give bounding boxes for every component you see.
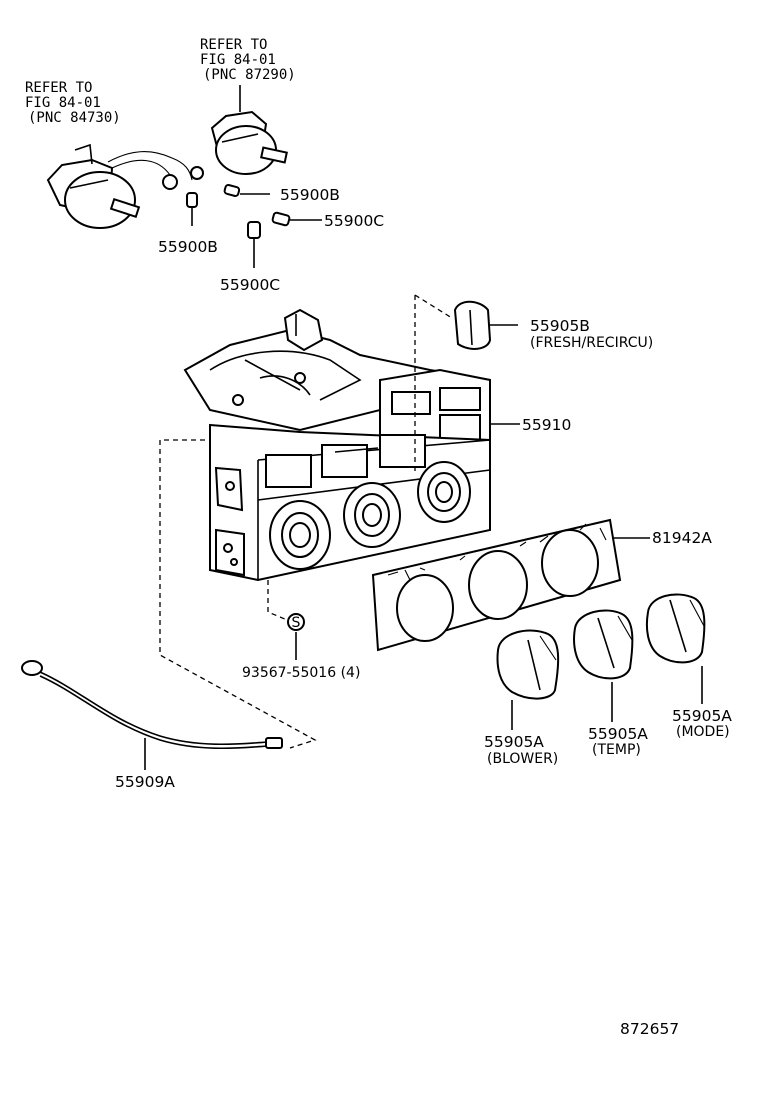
label-55910: 55910: [522, 416, 571, 434]
ref-right-line1: REFER TO: [200, 37, 267, 53]
knob-55905b: [453, 300, 518, 350]
label-knob-blower: 55905A: [484, 733, 544, 751]
label-55900c-left: 55900C: [220, 276, 280, 294]
label-knob-mode: 55905A: [672, 707, 732, 725]
label-55909a: 55909A: [115, 773, 175, 791]
cable-55909a: [21, 660, 283, 770]
label-55900c-right: 55900C: [324, 212, 384, 230]
guide-line-knob: [414, 294, 453, 475]
label-knob-temp-note: (TEMP): [592, 742, 641, 758]
sleeve-55900b-right: [223, 183, 270, 197]
knob-temp: [573, 609, 634, 722]
guide-line-cable: [159, 439, 317, 749]
ref-left-line1: REFER TO: [25, 80, 92, 96]
figure-number: 872657: [620, 1020, 679, 1038]
label-knob-blower-note: (BLOWER): [487, 751, 558, 767]
label-93567: 93567-55016 (4): [242, 665, 360, 681]
label-81942a: 81942A: [652, 529, 712, 547]
servo-motor-left: [46, 143, 204, 229]
guide-line-screw: [267, 580, 293, 623]
screw-93567: S: [287, 613, 305, 660]
screw-symbol: S: [292, 615, 301, 631]
label-knob-mode-note: (MODE): [676, 724, 730, 740]
label-55900b-left: 55900B: [158, 238, 218, 256]
label-55905b: 55905B: [530, 317, 590, 335]
label-55905b-note: (FRESH/RECIRCU): [530, 335, 653, 351]
ref-left-line3: (PNC 84730): [28, 110, 121, 126]
faceplate-81942a: [371, 518, 650, 652]
sleeve-55900c-left: [247, 221, 261, 268]
sleeve-55900c-right: [271, 211, 322, 227]
control-base-55910: [183, 308, 520, 582]
label-55900b-right: 55900B: [280, 186, 340, 204]
knob-mode: [645, 593, 706, 704]
ref-left-line2: FIG 84-01: [25, 95, 101, 111]
label-knob-temp: 55905A: [588, 725, 648, 743]
servo-motor-right: [210, 85, 288, 175]
knob-blower: [496, 629, 560, 730]
sleeve-55900b-left: [186, 192, 198, 226]
ref-right-line2: FIG 84-01: [200, 52, 276, 68]
ref-right-line3: (PNC 87290): [203, 67, 296, 83]
